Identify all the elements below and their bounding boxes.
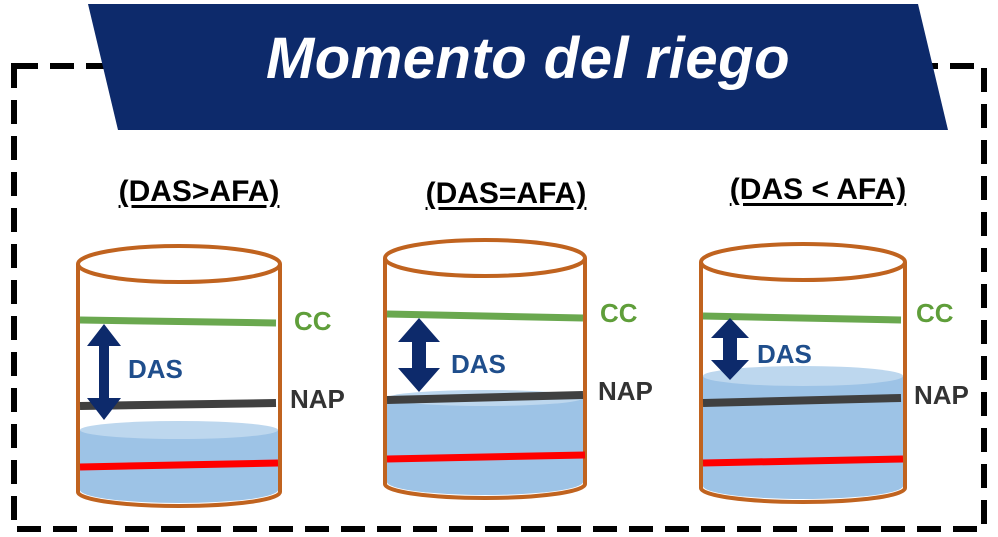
cc-line [79,316,277,327]
cylinder-top-rim [76,244,282,284]
heading-das-less-afa: (DAS < AFA) [729,173,907,206]
das-label: DAS [757,339,812,369]
water-surface [703,366,903,386]
cc-line [702,312,902,324]
heading-das-equal-afa: (DAS=AFA) [425,177,587,210]
red-line [386,451,586,463]
cc-label: CC [294,306,332,336]
cc-label: CC [600,298,638,328]
water-body [387,398,583,495]
cylinder-2 [383,238,587,500]
heading-das-greater-afa: (DAS>AFA) [118,175,280,208]
das-arrow-icon [398,318,440,392]
cylinder-1 [76,244,282,508]
nap-line [702,394,902,407]
cc-line [386,310,584,322]
cylinder-bottom-rim [383,483,587,500]
title-banner [88,4,948,130]
water-surface [80,421,278,439]
cc-label: CC [916,298,954,328]
das-label: DAS [128,354,183,384]
cylinder-3 [699,242,907,504]
cylinder-bottom-rim [76,491,282,508]
nap-line [386,391,584,404]
red-line [79,459,279,471]
das-label: DAS [451,349,506,379]
nap-label: NAP [598,376,653,406]
nap-label: NAP [914,380,969,410]
nap-label: NAP [290,384,345,414]
cylinder-top-rim [699,242,907,282]
das-arrow-icon [711,318,749,380]
cylinder-top-rim [383,238,587,278]
page-title: Momento del riego [265,25,791,91]
water-body [703,376,903,499]
cylinder-bottom-rim [699,487,907,504]
das-arrow-icon [87,324,121,420]
red-line [702,455,904,467]
